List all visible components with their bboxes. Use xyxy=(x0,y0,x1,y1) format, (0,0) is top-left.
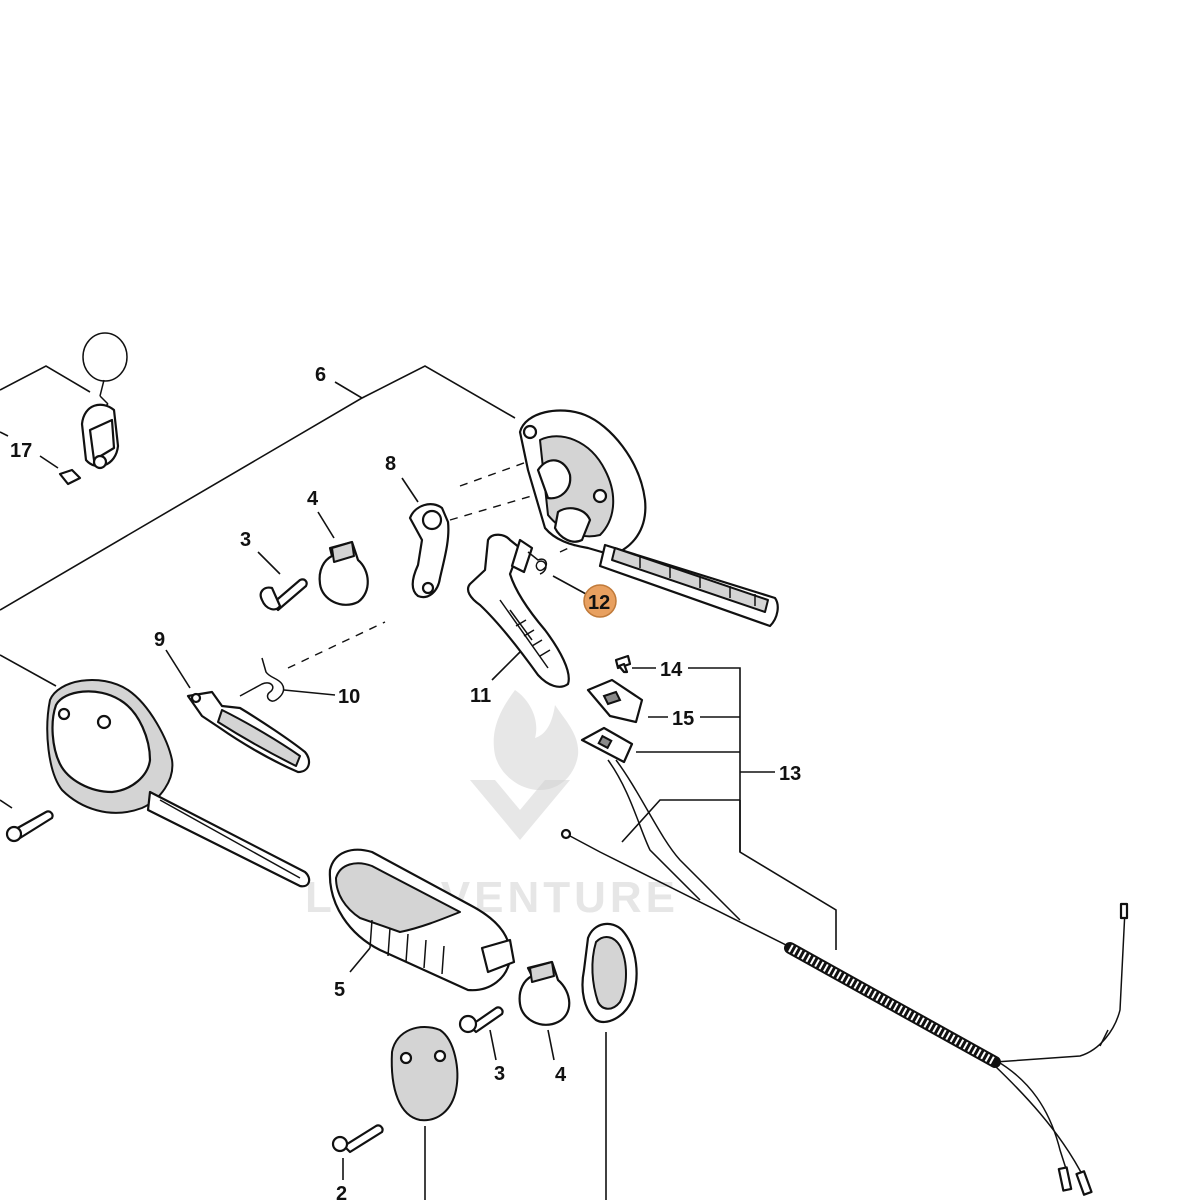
callout-5: 5 xyxy=(334,979,345,1001)
screw-part-bottom xyxy=(458,1006,504,1034)
callout-12-highlight[interactable]: 12 xyxy=(583,584,617,618)
callout-8: 8 xyxy=(385,453,396,475)
spring-part-12 xyxy=(527,551,548,575)
grip-part xyxy=(328,848,516,992)
clamp-part-bottom xyxy=(518,960,571,1026)
callout-4-bottom: 4 xyxy=(555,1064,567,1086)
left-handle-shell-part xyxy=(46,678,311,888)
highlight-circle[interactable] xyxy=(583,584,617,618)
carrying-ring-part xyxy=(58,332,128,486)
housing-cover-part xyxy=(581,922,638,1024)
watermark-flame-icon xyxy=(493,690,579,790)
screw-part-left xyxy=(5,810,54,843)
callout-3-bottom: 3 xyxy=(494,1063,505,1085)
screw-part-2 xyxy=(331,1124,384,1154)
callout-labels: 6 17 8 4 3 12 9 10 11 14 15 13 5 3 4 2 xyxy=(10,364,801,1200)
torsion-spring-part xyxy=(239,657,285,702)
callout-6: 6 xyxy=(315,364,326,386)
callout-17: 17 xyxy=(10,440,32,462)
callout-2: 2 xyxy=(336,1183,347,1200)
callout-9: 9 xyxy=(154,629,165,651)
handle-housing-part xyxy=(518,409,779,628)
callout-15: 15 xyxy=(672,708,694,730)
callout-4-top: 4 xyxy=(307,488,319,510)
screw-part-top xyxy=(259,578,308,612)
callout-11: 11 xyxy=(470,685,491,707)
small-shell-part xyxy=(390,1026,459,1122)
small-screw-part xyxy=(614,654,632,674)
callout-12[interactable]: 12 xyxy=(588,592,610,614)
throttle-trigger-part xyxy=(466,533,570,688)
plate-part xyxy=(586,678,644,724)
callout-13: 13 xyxy=(779,763,801,785)
callout-3-top: 3 xyxy=(240,529,251,551)
lever-part xyxy=(408,503,450,599)
stop-lever-part xyxy=(186,690,311,774)
watermark-v-icon xyxy=(470,780,570,840)
callout-10: 10 xyxy=(338,686,360,708)
clamp-part-top xyxy=(318,540,369,606)
cable-harness-part xyxy=(560,726,1129,1196)
callout-14: 14 xyxy=(660,659,683,681)
leader-lines xyxy=(0,365,837,1200)
